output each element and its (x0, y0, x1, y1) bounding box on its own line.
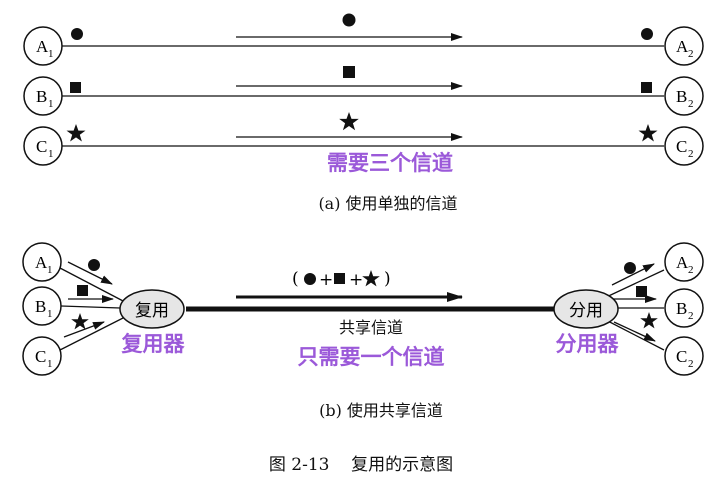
square-icon (343, 66, 355, 78)
node-a2: A 2 (664, 26, 704, 66)
node-letter: B (35, 297, 46, 316)
node-c2: C 2 (664, 336, 704, 376)
node-letter: B (36, 87, 47, 106)
paren-open: ( (292, 269, 299, 289)
square-icon (636, 286, 647, 297)
star-icon (640, 312, 658, 329)
star-icon (362, 270, 380, 287)
node-subscript: 1 (48, 98, 54, 110)
circle-icon (88, 259, 100, 271)
shared-channel-label: 共享信道 (339, 318, 403, 337)
node-c2: C 2 (664, 126, 704, 166)
node-subscript: 1 (48, 48, 54, 60)
star-icon (71, 313, 89, 330)
star-icon (638, 124, 658, 142)
plus-sign: + (319, 270, 333, 290)
node-subscript: 2 (688, 48, 694, 60)
node-letter: A (36, 37, 49, 56)
square-icon (641, 82, 652, 93)
node-subscript: 1 (47, 264, 53, 276)
node-subscript: 1 (47, 358, 53, 370)
circle-icon (304, 273, 316, 285)
node-letter: C (35, 347, 46, 366)
output-arrow-c (613, 321, 656, 342)
node-b2: B 2 (664, 288, 704, 328)
node-b2: B 2 (664, 76, 704, 116)
mux-highlight: 复用器 (121, 332, 186, 356)
highlight-three-channels: 需要三个信道 (327, 151, 453, 175)
node-subscript: 2 (688, 358, 694, 370)
node-letter: A (676, 253, 689, 272)
input-line-a (59, 267, 126, 303)
part-a: A 1 B 1 C 1 A 2 B 2 C 2 需要三个信道 (23, 13, 704, 213)
node-letter: C (36, 137, 47, 156)
node-a1: A 1 (23, 26, 63, 66)
demux-highlight: 分用器 (556, 332, 620, 356)
node-a2: A 2 (664, 242, 704, 282)
node-subscript: 2 (688, 310, 694, 322)
node-b1: B 1 (23, 76, 63, 116)
node-subscript: 1 (47, 308, 53, 320)
figure-caption: 图 2-13 复用的示意图 (269, 455, 453, 475)
square-icon (334, 273, 345, 284)
square-icon (77, 285, 88, 296)
node-subscript: 1 (48, 148, 54, 160)
multiplexer: 复用 (119, 289, 185, 329)
node-b1: B 1 (22, 286, 62, 326)
input-arrow-c (63, 321, 105, 338)
input-arrow-a (67, 261, 113, 285)
input-line-c (59, 316, 126, 351)
star-icon (66, 124, 86, 142)
square-icon (70, 82, 81, 93)
circle-icon (342, 13, 356, 27)
demux-label: 分用 (569, 301, 603, 321)
node-c1: C 1 (23, 126, 63, 166)
circle-icon (71, 28, 83, 40)
combined-signal-label: ( + + ) (292, 269, 391, 290)
star-icon (339, 112, 359, 131)
node-subscript: 2 (688, 98, 694, 110)
node-a1: A 1 (22, 242, 62, 282)
node-letter: C (676, 347, 687, 366)
node-subscript: 2 (688, 264, 694, 276)
node-letter: A (676, 37, 689, 56)
output-line-c (599, 316, 665, 351)
node-letter: A (35, 253, 48, 272)
paren-close: ) (384, 269, 391, 289)
mux-label: 复用 (135, 301, 169, 321)
part-b: ( + + ) (22, 242, 704, 420)
input-line-b (60, 305, 121, 309)
demultiplexer: 分用 (553, 289, 619, 329)
caption-part-b: (b) 使用共享信道 (319, 401, 443, 420)
output-arrow-a (611, 263, 655, 286)
output-line-a (599, 269, 665, 301)
plus-sign: + (349, 270, 363, 290)
node-subscript: 2 (688, 148, 694, 160)
circle-icon (624, 262, 636, 274)
node-c1: C 1 (22, 336, 62, 376)
node-letter: B (676, 299, 687, 318)
node-letter: B (676, 87, 687, 106)
node-letter: C (676, 137, 687, 156)
caption-part-a: (a) 使用单独的信道 (318, 194, 457, 213)
highlight-one-channel: 只需要一个信道 (298, 345, 445, 369)
circle-icon (641, 28, 653, 40)
